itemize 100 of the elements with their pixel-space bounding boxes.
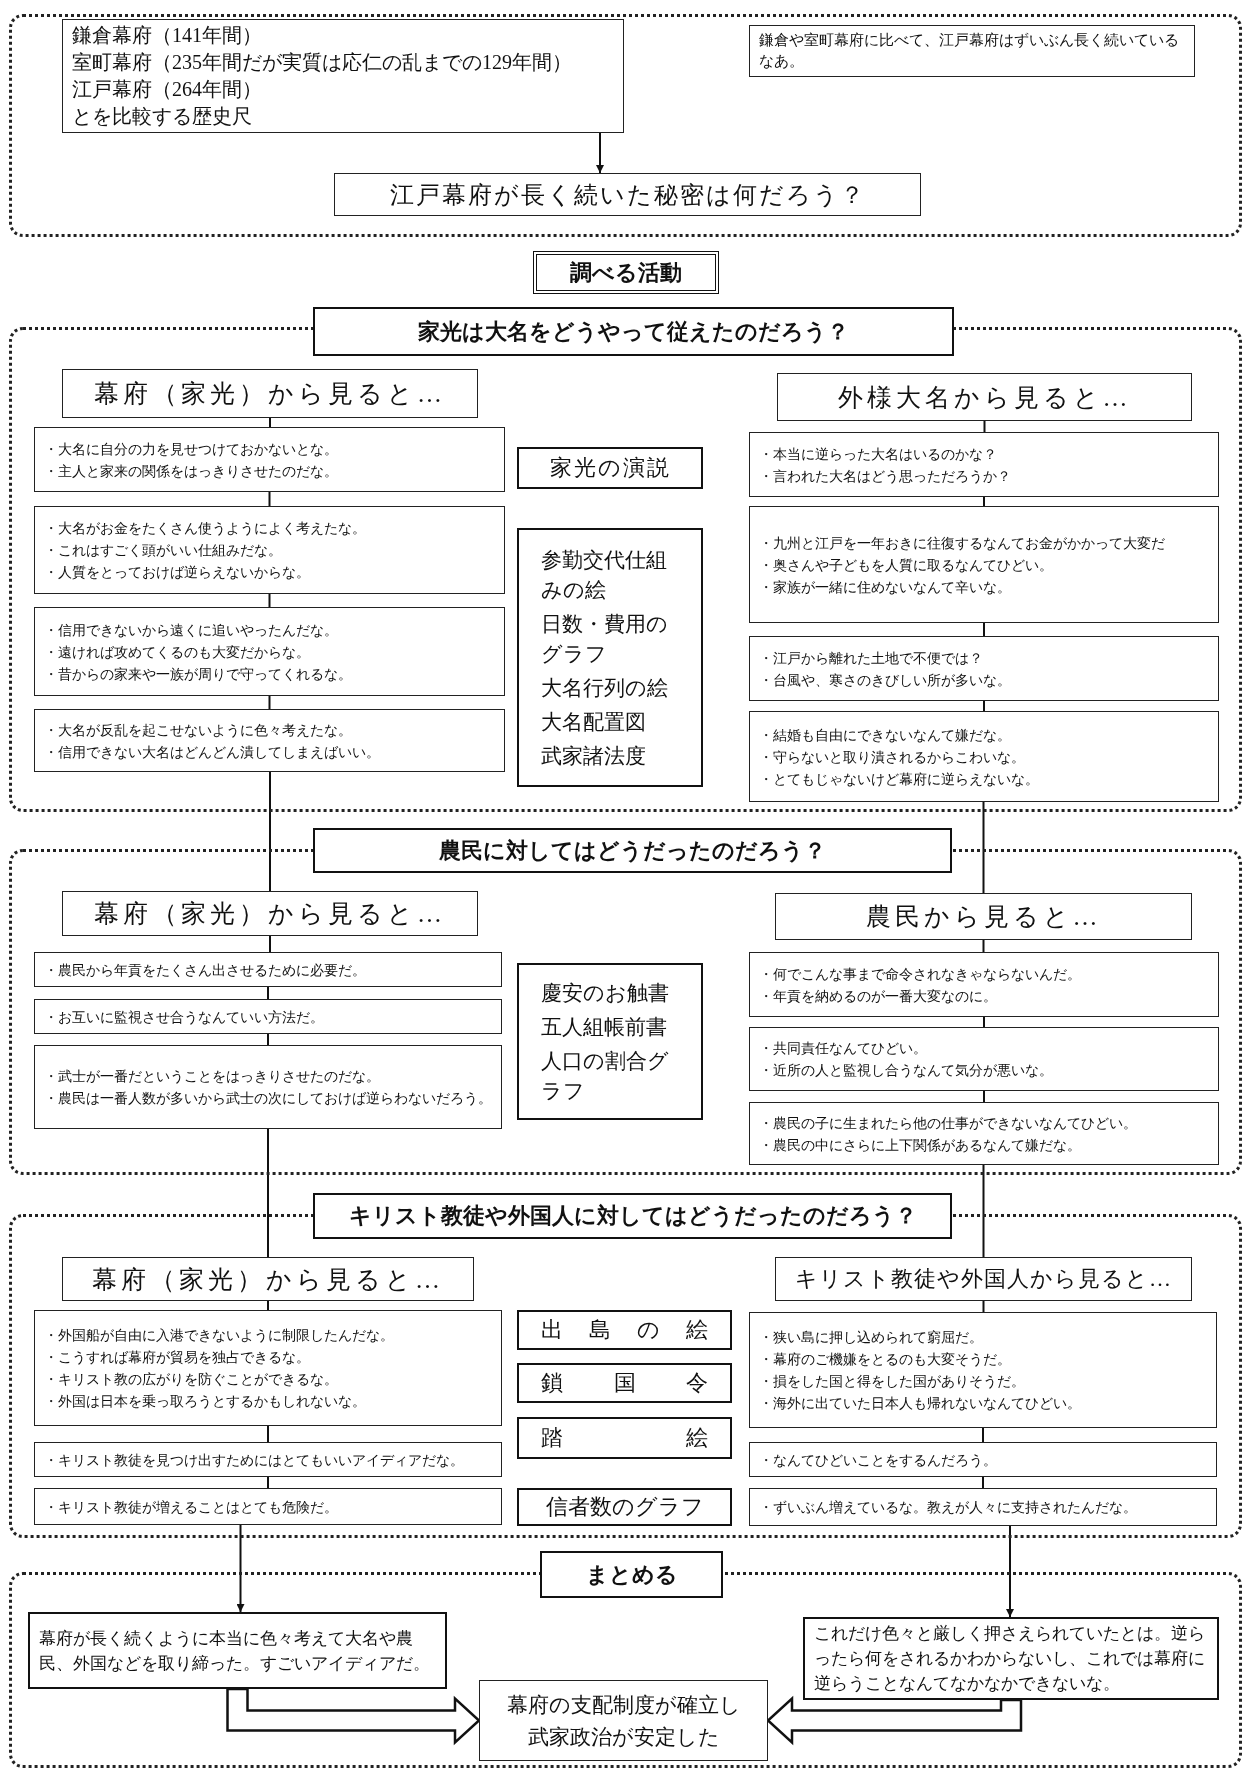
- comment-box: [34, 506, 505, 594]
- bullet-text: ・お互いに監視させ合うなんていい方法だ。: [44, 1007, 325, 1027]
- material-item: 大名配置図: [541, 708, 647, 736]
- question-text: 江戸幕府が長く続いた秘密は何だろう？: [388, 180, 867, 210]
- info-box: [62, 19, 624, 133]
- section-heading: 家光は大名をどうやって従えたのだろう？: [417, 317, 850, 346]
- comment-box: [34, 709, 505, 772]
- bullet-text: ・武士が一番だということをはっきりさせたのだな。: [44, 1067, 381, 1086]
- material-item: 大名行列の絵: [541, 674, 669, 702]
- material-box: [517, 1488, 732, 1526]
- connector-line: [267, 1425, 269, 1443]
- comment-box: [749, 636, 1219, 701]
- comment-box: [34, 1310, 502, 1426]
- connector-line: [269, 417, 271, 428]
- connector-line: [982, 1164, 985, 1258]
- material-box: [517, 963, 703, 1120]
- bullet-text: ・とてもじゃないけど幕府に逆らえないな。: [759, 769, 1040, 789]
- material-item: 踏絵: [541, 1424, 708, 1452]
- viewpoint-heading: 幕府（家光）から見ると…: [93, 899, 447, 929]
- comment-box: [34, 1045, 502, 1129]
- connector-line: [269, 935, 271, 953]
- comment-box: [749, 952, 1219, 1017]
- connector-line: [983, 420, 986, 433]
- comment-box: [749, 432, 1219, 497]
- comment-box: [34, 952, 502, 987]
- viewpoint-box: [775, 1257, 1192, 1301]
- summary-text: 幕府が長く続くように本当に色々考えて大名や農民、外国などを取り締った。すごいアイディアだ。: [39, 1626, 431, 1675]
- bullet-text: ・信用できないから遠くに追いやったんだな。: [44, 620, 339, 640]
- material-box: [517, 528, 703, 787]
- bullet-text: ・守らないと取り潰されるからこわいな。: [759, 747, 1026, 767]
- conclusion-box: [479, 1680, 768, 1761]
- bullet-text: ・大名に自分の力を見せつけておかないとな。: [44, 439, 339, 459]
- bullet-text: ・本当に逆らった大名はいるのかな？: [759, 444, 998, 464]
- viewpoint-box: [62, 369, 478, 418]
- connector-line: [982, 1300, 985, 1313]
- material-item: 信者数のグラフ: [544, 1493, 705, 1521]
- material-box: [517, 1310, 732, 1350]
- material-item: 参勤交代仕組みの絵: [541, 546, 668, 604]
- bullet-text: ・近所の人と監視し合うなんて気分が悪いな。: [759, 1061, 1054, 1080]
- text-line: 江戸幕府（264年間）: [72, 77, 263, 102]
- question-box: [540, 1551, 723, 1598]
- block-arrow: [766, 1695, 1023, 1746]
- connector-line: [982, 1476, 984, 1489]
- comment-box: [749, 25, 1195, 77]
- block-arrow: [226, 1687, 481, 1746]
- connector-line: [982, 939, 985, 953]
- comment-box: [34, 1442, 502, 1477]
- bullet-text: ・台風や、寒さのきびしい所が多いな。: [759, 670, 1012, 690]
- section-heading: 農民に対してはどうだったのだろう？: [438, 836, 827, 865]
- viewpoint-box: [775, 893, 1192, 940]
- summary-box: [28, 1612, 447, 1689]
- connector-line: [983, 1016, 985, 1028]
- connector-line: [982, 801, 985, 894]
- material-item: 人口の割合グラフ: [541, 1047, 670, 1105]
- bullet-text: ・江戸から離れた土地で不便では？: [759, 648, 984, 668]
- bullet-text: ・キリスト教の広がりを防ぐことができるな。: [44, 1370, 339, 1389]
- connector-line: [983, 1090, 985, 1103]
- step-box: [533, 251, 719, 294]
- conclusion-text: 幕府の支配制度が確立し武家政治が安定した: [505, 1691, 742, 1751]
- arrow: [236, 1524, 245, 1613]
- bullet-text: ・奥さんや子どもを人質に取るなんてひどい。: [759, 555, 1054, 575]
- thought-text: 鎌倉や室町幕府に比べて、江戸幕府はずいぶん長く続いているなあ。: [759, 30, 1180, 72]
- viewpoint-heading: 外様大名から見ると…: [836, 382, 1133, 413]
- bullet-text: ・農民の子に生まれたら他の仕事ができないなんてひどい。: [759, 1113, 1138, 1133]
- material-item: 鎖国令: [541, 1369, 708, 1397]
- connector-line: [983, 496, 985, 507]
- bullet-text: ・言われた大名はどう思っただろうか？: [759, 466, 1012, 486]
- bullet-text: ・キリスト教徒を見つけ出すためにはとてもいいアイディアだな。: [44, 1450, 465, 1470]
- text-line: とを比較する歴史尺: [72, 104, 253, 129]
- summary-text: これだけ色々と厳しく押さえられていたとは。逆らったら何をされるかわからないし、これでは幕府に逆らうことなんてなかなかできないな。: [814, 1622, 1206, 1695]
- comment-box: [34, 427, 505, 492]
- material-item: 家光の演説: [548, 454, 672, 482]
- bullet-text: ・これはすごく頭がいい仕組みだな。: [44, 541, 283, 560]
- section-heading: キリスト教徒や外国人に対してはどうだったのだろう？: [347, 1202, 918, 1230]
- bullet-text: ・主人と家来の関係をはっきりさせたのだな。: [44, 461, 339, 481]
- step-label: 調べる活動: [569, 258, 683, 287]
- connector-line: [269, 771, 271, 892]
- bullet-text: ・農民の中にさらに上下関係があるなんて嫌だな。: [759, 1135, 1082, 1155]
- bullet-text: ・遠ければ攻めてくるのも大変だからな。: [44, 642, 311, 662]
- comment-box: [749, 1442, 1217, 1477]
- question-box: [334, 173, 921, 216]
- bullet-text: ・何でこんな事まで命令されなきゃならないんだ。: [759, 964, 1082, 984]
- bullet-text: ・農民は一番人数が多いから武士の次にしておけば逆らわないだろう。: [44, 1089, 492, 1108]
- comment-box: [34, 607, 505, 696]
- viewpoint-box: [777, 373, 1192, 421]
- comment-box: [749, 1488, 1217, 1526]
- arrow: [1006, 1525, 1014, 1618]
- bullet-text: ・ずいぶん増えているな。教えが人々に支持されたんだな。: [759, 1498, 1138, 1517]
- material-box: [517, 1363, 732, 1403]
- connector-line: [267, 1033, 269, 1046]
- text-line: 鎌倉幕府（141年間）: [72, 23, 263, 48]
- connector-line: [982, 1427, 984, 1443]
- bullet-text: ・年貢を納めるのが一番大変なのに。: [759, 986, 998, 1006]
- bullet-text: ・こうすれば幕府が貿易を独占できるな。: [44, 1348, 311, 1367]
- bullet-text: ・なんてひどいことをするんだろう。: [759, 1450, 998, 1470]
- bullet-text: ・農民から年貢をたくさん出させるために必要だ。: [44, 960, 367, 980]
- viewpoint-heading: 幕府（家光）から見ると…: [93, 379, 447, 409]
- summary-box: [803, 1617, 1219, 1700]
- connector-line: [268, 593, 271, 608]
- text-line: 室町幕府（235年間だが実質は応仁の乱までの129年間）: [72, 50, 573, 75]
